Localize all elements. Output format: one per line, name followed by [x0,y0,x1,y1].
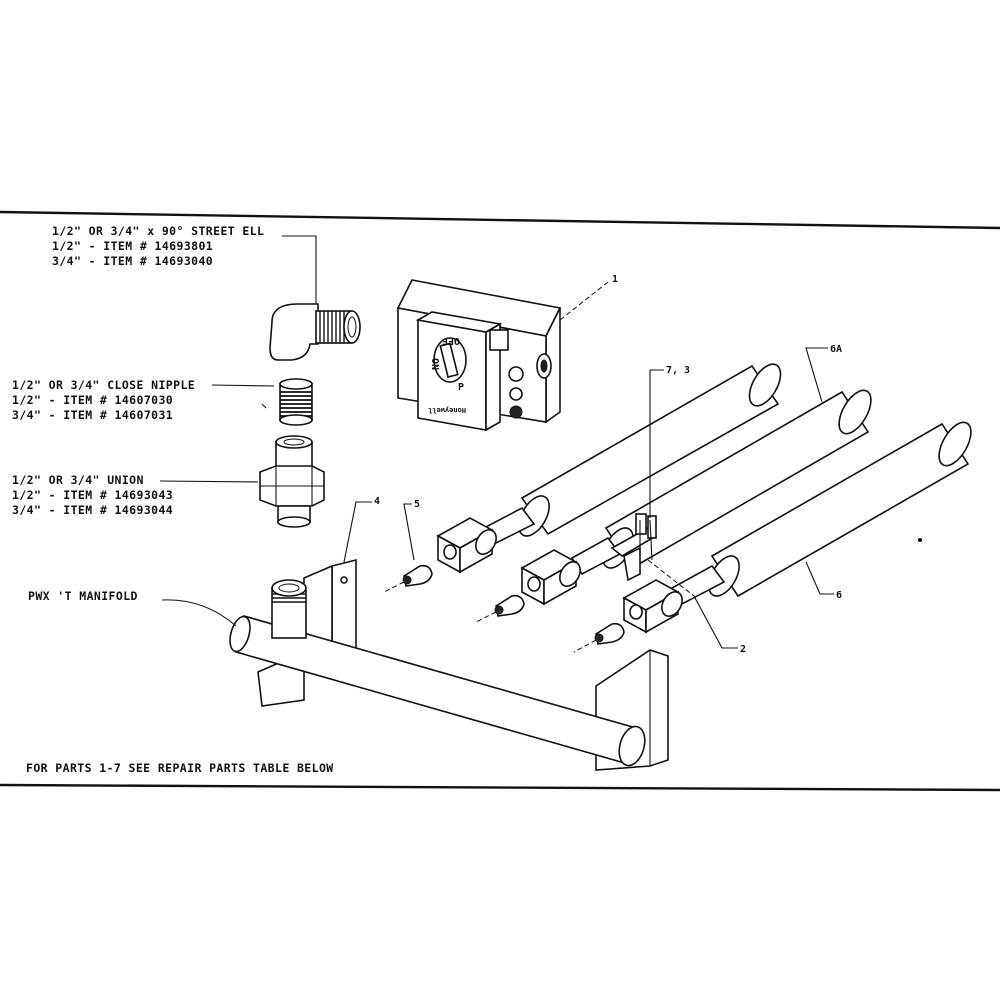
valve-pilot-port [509,405,523,419]
street-ell-item-half: 1/2" - ITEM # 14693801 [52,239,213,253]
close-nipple-title: 1/2" OR 3/4" CLOSE NIPPLE [12,378,195,392]
pilot-bracket [610,513,658,582]
street-ell-item-three-quarter: 3/4" - ITEM # 14693040 [52,254,213,268]
callout-7-3-leader [649,369,664,518]
union-leader [159,480,259,483]
callout-6: 6 [836,590,842,601]
callout-7-3: 7, 3 [666,365,690,376]
callout-6a-leader [805,347,828,403]
close-nipple-label: 1/2" OR 3/4" CLOSE NIPPLE 1/2" - ITEM # … [12,378,195,422]
union-item-three-quarter: 3/4" - ITEM # 14693044 [12,503,173,517]
top-frame-line [0,210,1000,230]
manifold-label: PWX 'T MANIFOLD [28,589,138,603]
valve-outlet-port-lower [509,387,523,401]
close-nipple-item-three-quarter: 3/4" - ITEM # 14607031 [12,408,173,422]
street-ell-leader [282,235,317,308]
callout-4-leader [343,501,372,563]
callout-5: 5 [414,499,420,510]
union-part [259,435,325,528]
valve-top-knob [489,329,509,351]
union-item-half: 1/2" - ITEM # 14693043 [12,488,173,502]
scan-tick [261,403,267,409]
close-nipple-part [279,378,313,426]
valve-brand-marking: Honeywell [428,406,466,414]
gas-valve: OFF ON P Honeywell [396,279,562,432]
scan-speck [918,538,922,542]
manifold-assembly [229,558,669,771]
union-label: 1/2" OR 3/4" UNION 1/2" - ITEM # 1469304… [12,473,173,517]
street-ell-part [269,303,361,361]
callout-6a: 6A [830,344,842,355]
manifold-left-bracket [331,558,357,656]
valve-outlet-port-upper [508,366,524,382]
callout-6-leader [805,561,834,595]
orifice-lower [573,622,625,653]
bottom-frame-line [0,783,1000,792]
footer-note: FOR PARTS 1-7 SEE REPAIR PARTS TABLE BEL… [26,761,334,775]
orifice-middle [475,594,525,623]
close-nipple-item-half: 1/2" - ITEM # 14607030 [12,393,173,407]
street-ell-label: 1/2" OR 3/4" x 90° STREET ELL 1/2" - ITE… [52,224,264,268]
callout-1-leader [559,281,609,321]
callout-5-leader [403,503,415,561]
callout-1: 1 [612,274,618,285]
callout-2: 2 [740,644,746,655]
burner-tube-front [622,421,972,634]
valve-on-marking: ON [429,358,440,370]
street-ell-title: 1/2" OR 3/4" x 90° STREET ELL [52,224,264,238]
manifold-leader [161,599,237,627]
union-title: 1/2" OR 3/4" UNION [12,473,144,487]
valve-pilot-marking: P [458,382,464,393]
callout-2-leader [693,595,738,649]
close-nipple-leader [211,384,275,387]
callout-4: 4 [374,496,380,507]
orifice-upper [383,564,433,593]
valve-off-marking: OFF [442,335,460,346]
pilot-dashed-guide [647,559,695,597]
